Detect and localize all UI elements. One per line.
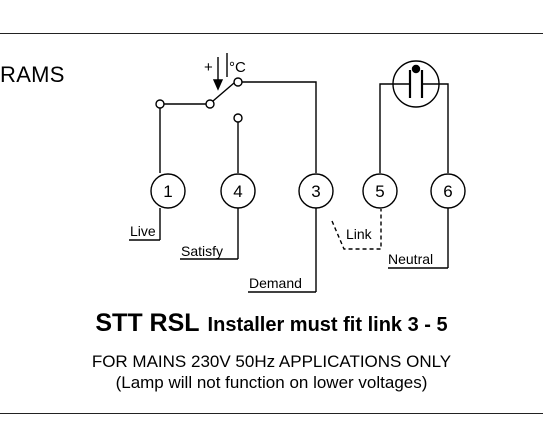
terminal-5 [362,173,398,209]
temperature-arrow-head [212,79,224,91]
product-title: STT RSL Installer must fit link 3 - 5 [0,309,543,338]
terminal-3-label: 3 [311,182,320,201]
link-3-5-dashed [331,209,382,250]
mains-notice: FOR MAINS 230V 50Hz APPLICATIONS ONLY [91,352,452,371]
link-label: Link [346,226,373,242]
contact-common [155,99,165,109]
switch-blade [212,82,235,102]
top-divider [0,33,543,34]
terminal-1-label: 1 [163,182,172,201]
wire-to-3 [242,81,317,173]
lamp-voltage-notice: (Lamp will not function on lower voltage… [115,373,428,392]
wiring-diagram: + °C 1 4 3 5 6 Live Satisfy Demand Link … [129,53,466,293]
satisfy-label: Satisfy [181,243,223,259]
contact-satisfy [233,113,243,123]
bottom-divider [0,413,543,414]
switch-unit-label: °C [229,59,246,76]
lamp-dot [411,64,421,74]
section-heading-fragment: RAMS [0,62,65,87]
contact-demand [233,77,243,87]
model-name: STT RSL [95,309,200,337]
switch-pivot [205,99,215,109]
terminal-5-label: 5 [375,182,384,201]
terminal-4-label: 4 [233,182,242,201]
live-label: Live [130,223,156,239]
terminal-1 [150,173,186,209]
switch-plus-label: + [204,59,213,76]
lamp-wire-to-6 [439,83,449,173]
neutral-label: Neutral [388,251,433,267]
installer-instruction: Installer must fit link 3 - 5 [207,314,448,336]
lamp-wire-to-5 [379,83,393,173]
demand-label: Demand [249,275,302,291]
terminal-6-label: 6 [443,182,452,201]
